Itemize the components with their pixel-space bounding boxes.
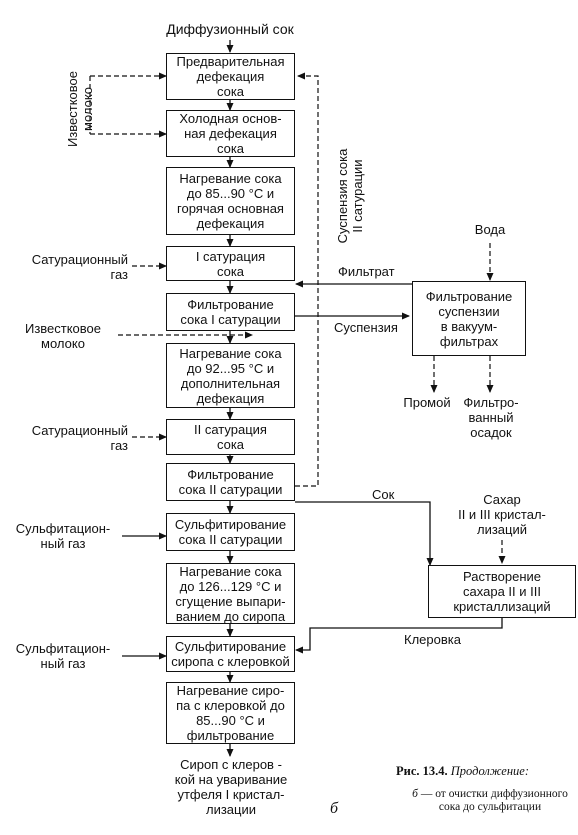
- label-sulf-gas-1: Сульфитацион- ный газ: [15, 521, 111, 551]
- box-sugar-dissolving: Растворение сахара II и III кристаллизац…: [428, 565, 576, 618]
- box-filtration-ii: Фильтрование сока II сатурации: [166, 463, 295, 501]
- label-output-syrup: Сироп с клеров - кой на уваривание утфел…: [174, 757, 288, 817]
- caption-fig-number: Рис. 13.4.: [396, 764, 448, 778]
- dashed-suspension-ii: [295, 72, 319, 487]
- label-water: Вода: [474, 222, 506, 237]
- caption-sub-letter: б: [412, 788, 418, 800]
- label-juice: Сок: [372, 487, 395, 502]
- label-sat-gas-2: Сатурационный газ: [31, 423, 128, 453]
- box-filtration-i: Фильтрование сока I сатурации: [166, 293, 295, 331]
- figure-caption-title: Рис. 13.4. Продолжение:: [396, 764, 576, 778]
- box-cold-main-defecation: Холодная основ- ная дефекация сока: [166, 110, 295, 157]
- top-input-label: Диффузионный сок: [166, 21, 294, 37]
- box-preliminary-defecation: Предварительная дефекация сока: [166, 53, 295, 100]
- panel-letter: б: [330, 800, 339, 817]
- label-lime-milk-1: Известковое молоко: [65, 70, 95, 148]
- label-sulf-gas-2: Сульфитацион- ный газ: [15, 641, 111, 671]
- box-sulfitation-juice: Сульфитирование сока II сатурации: [166, 513, 295, 551]
- label-lime-milk-2: Известковое молоко: [24, 321, 102, 351]
- box-heating-filtration: Нагревание сиро- па с клеровкой до 85...…: [166, 682, 295, 744]
- figure-caption-subtitle: б — от очистки диффузионного сока до сул…: [404, 788, 576, 814]
- box-hot-main-defecation: Нагревание сока до 85...90 °С и горячая …: [166, 167, 295, 235]
- label-sat-gas-1: Сатурационный газ: [31, 252, 128, 282]
- box-saturation-i: I сатурация сока: [166, 246, 295, 281]
- caption-continuation: Продолжение:: [450, 764, 530, 778]
- label-suspension-ii: Суспензия сока II сатурации: [335, 148, 365, 244]
- label-sugar: Сахар II и III кристал- лизаций: [458, 492, 546, 537]
- box-additional-defecation: Нагревание сока до 92...95 °С и дополнит…: [166, 343, 295, 408]
- line-filtrate: [295, 280, 415, 290]
- line-klerovka: [295, 618, 503, 654]
- label-filtrate: Фильтрат: [338, 264, 395, 279]
- label-wash: Промой: [403, 395, 451, 410]
- box-vacuum-filtration: Фильтрование суспензии в вакуум- фильтра…: [412, 281, 526, 356]
- box-evaporation: Нагревание сока до 126...129 °С и сгущен…: [166, 563, 295, 624]
- box-sulfitation-syrup: Сульфитирование сиропа с клеровкой: [166, 636, 295, 672]
- label-suspension: Суспензия: [334, 320, 398, 335]
- caption-sub-text: — от очистки диффузионного сока до сульф…: [420, 788, 568, 813]
- box-saturation-ii: II сатурация сока: [166, 419, 295, 455]
- label-filter-cake: Фильтро- ванный осадок: [463, 395, 519, 440]
- label-klerovka: Клеровка: [404, 632, 461, 647]
- line-juice: [295, 501, 434, 566]
